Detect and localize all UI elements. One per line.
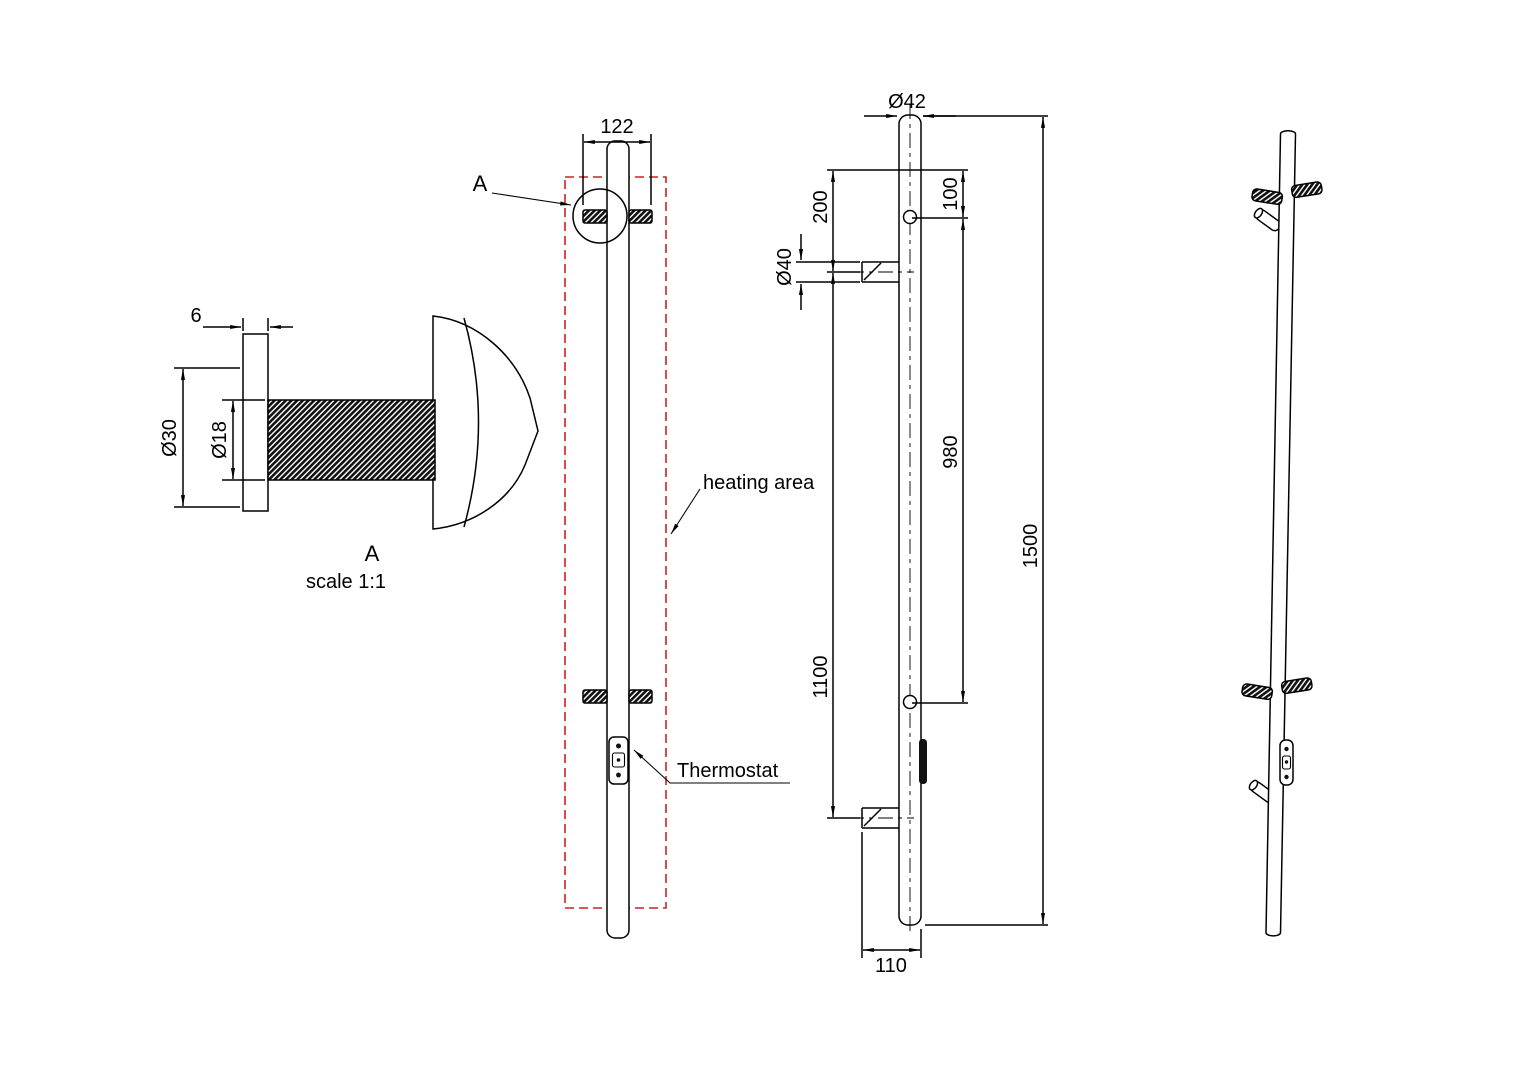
detail-callout-circle [572,188,628,244]
thermostat-front [608,736,629,785]
flange-plate [242,333,269,512]
bracket-bottom [849,807,914,829]
thermostat-label: Thermostat [677,760,779,782]
dimension-lines [796,113,1048,958]
detail-title: A [365,541,380,566]
iso-view [1241,130,1323,937]
dim-width [582,134,652,205]
bolt-head-facet [463,317,480,528]
dim-top-to-hook-label: 100 [940,177,962,210]
heating-area-leader [670,488,701,535]
thermostat-leader [633,749,790,784]
bracket-stub-3d-top [1253,207,1282,232]
side-view: Ø42 200 1100 100 980 1500 Ø40 110 [774,91,1048,977]
dim-total-length-label: 1500 [1020,524,1042,569]
dim-head-diameter-label: Ø30 [159,419,181,457]
hook-top-left [582,209,608,224]
hook-3d-bottom-left [1241,683,1274,701]
bolt-head [432,315,539,530]
dim-thread-diameter [222,399,265,481]
dim-head-diameter [174,367,240,508]
thermostat-3d [1279,739,1294,786]
thermostat-side [919,739,927,784]
detail-scale-label: scale 1:1 [306,571,386,593]
dim-hook-spacing-label: 980 [940,435,962,468]
hook-bottom-right [628,689,653,704]
hook-end-bottom [902,694,918,710]
hook-3d-top-left [1251,188,1284,206]
heating-area-label: heating area [703,472,815,494]
dim-width-label: 122 [600,116,633,138]
front-view: 122 A Thermostat heating area [473,116,815,939]
dim-tube-diameter-label: Ø42 [888,91,926,113]
callout-leader [491,192,572,206]
dim-bracket-depth-label: 110 [875,955,907,977]
dim-bracket-spacing-label: 1100 [810,655,832,698]
dim-plate-thickness [203,318,293,331]
rail-tube-3d [1265,130,1297,937]
dim-bracket-diameter-label: Ø40 [774,248,796,286]
rail-bar [606,140,630,939]
dim-plate-thickness-label: 6 [190,305,201,327]
detail-view: 6 Ø30 Ø18 A scale 1:1 [159,305,539,593]
hook-3d-bottom-right [1280,677,1313,695]
callout-label: A [473,171,488,196]
dim-thread-diameter-label: Ø18 [209,421,231,459]
hook-3d-top-right [1290,181,1323,199]
dim-top-to-bracket-label: 200 [810,190,832,223]
hook-end-top [902,209,918,225]
hook-bottom-left [582,689,608,704]
hook-top-right [628,209,653,224]
threaded-shank [267,399,436,481]
